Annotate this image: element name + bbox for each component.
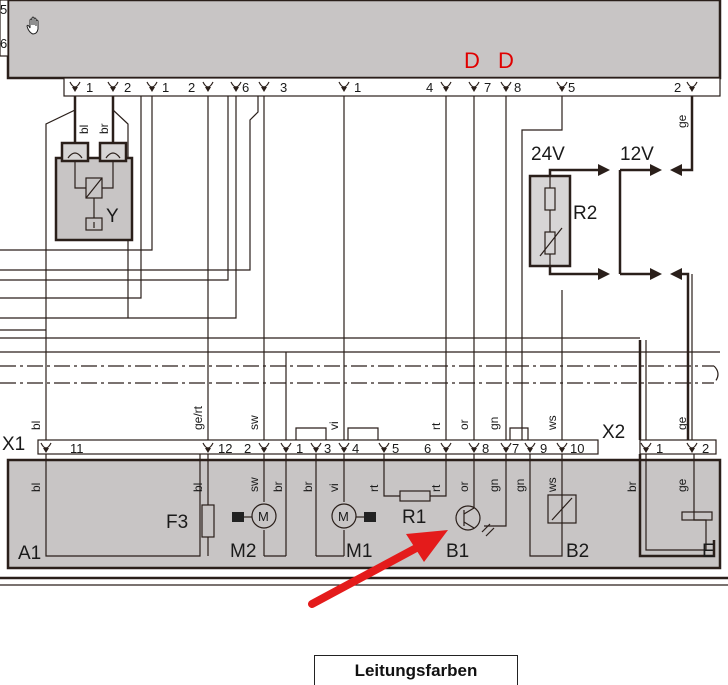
- wire-rt: rt: [429, 422, 443, 430]
- wire-bl-y: bl: [77, 125, 91, 134]
- label-m2: M2: [230, 541, 256, 562]
- x1-pin-label-8: 8: [482, 441, 489, 456]
- top-pin-label-4: 6: [242, 80, 249, 95]
- a1-wire-bl-f3: bl: [191, 483, 205, 492]
- x1-pin-label-4: 3: [324, 441, 331, 456]
- top-pin-label-1: 2: [124, 80, 131, 95]
- label-b2: B2: [566, 541, 589, 562]
- x1-pin-label-0: 11: [70, 441, 84, 456]
- x1-pin-label-3: 1: [296, 441, 303, 456]
- a1-wire-gn-left: gn: [487, 479, 501, 492]
- label-b1: B1: [446, 541, 469, 562]
- top-pin-label-8: 7: [484, 80, 491, 95]
- a1-wire-sw: sw: [247, 477, 261, 492]
- top-pin-label-11: 2: [674, 80, 681, 95]
- wire-or: or: [457, 419, 471, 430]
- edge-label-top: 5: [0, 2, 7, 17]
- label-r1: R1: [402, 507, 426, 528]
- label-x1: X1: [2, 434, 25, 455]
- marker-d-8: D: [498, 48, 514, 73]
- wire-sw: sw: [247, 415, 261, 430]
- wire-ge-top: ge: [675, 114, 689, 128]
- wire-gert: ge/rt: [191, 405, 205, 430]
- top-pin-strip: [63, 77, 721, 97]
- top-pin-label-3: 2: [188, 80, 195, 95]
- x1-pin-label-6: 5: [392, 441, 399, 456]
- top-pin-label-9: 8: [514, 80, 521, 95]
- a1-wire-br-m2: br: [271, 481, 285, 492]
- a1-wire-rt-left: rt: [367, 484, 381, 492]
- wire-ws: ws: [545, 415, 559, 431]
- top-pin-label-0: 1: [86, 80, 93, 95]
- wire-br-y: br: [97, 123, 111, 134]
- sensor-b1: [455, 505, 481, 531]
- top-pin-label-5: 3: [280, 80, 287, 95]
- label-m1: M1: [346, 541, 372, 562]
- edge-label-bottom: 6: [0, 36, 7, 51]
- label-a1: A1: [18, 543, 41, 564]
- label-24v: 24V: [531, 144, 565, 165]
- label-x2: X2: [602, 422, 625, 443]
- top-pin-label-6: 1: [354, 80, 361, 95]
- marker-d-7: D: [464, 48, 480, 73]
- a1-wire-or: or: [457, 481, 471, 492]
- x1-pin-label-1: 12: [218, 441, 232, 456]
- x2-pin-label-0: 1: [656, 441, 663, 456]
- red-arrow-annotation: [308, 530, 448, 608]
- x1-pin-label-2: 2: [244, 441, 251, 456]
- motor-m2-symbol: M: [258, 509, 269, 524]
- wire-vi: vi: [327, 421, 341, 430]
- x1-pin-label-7: 6: [424, 441, 431, 456]
- a1-wire-vi: vi: [327, 483, 341, 492]
- x1-pin-label-5: 4: [352, 441, 359, 456]
- top-pin-label-7: 4: [426, 80, 433, 95]
- motor-m2: [251, 503, 277, 529]
- x1-pin-label-10: 9: [540, 441, 547, 456]
- a1-wire-br-m1: br: [301, 481, 315, 492]
- x2-pin-label-1: 2: [702, 441, 709, 456]
- top-pin-label-10: 5: [568, 80, 575, 95]
- wire-bl: bl: [29, 421, 43, 430]
- label-r2: R2: [573, 203, 597, 224]
- motor-m1: [331, 503, 357, 529]
- label-e: E: [702, 541, 715, 562]
- a1-wire-bl-left: bl: [29, 483, 43, 492]
- a1-wire-br-e: br: [625, 481, 639, 492]
- wire-gn: gn: [487, 417, 501, 430]
- label-f3: F3: [166, 512, 188, 533]
- label-y: Y: [106, 206, 119, 227]
- top-pin-label-2: 1: [162, 80, 169, 95]
- label-12v: 12V: [620, 144, 654, 165]
- motor-m1-symbol: M: [338, 509, 349, 524]
- x1-pin-label-9: 7: [512, 441, 519, 456]
- a1-wire-gn-right: gn: [513, 479, 527, 492]
- legend-title: Leitungsfarben: [314, 655, 518, 685]
- a1-wire-ge: ge: [675, 478, 689, 492]
- x1-pin-label-11: 10: [570, 441, 584, 456]
- hand-cursor-icon: [26, 16, 39, 35]
- a1-wire-ws: ws: [545, 477, 559, 493]
- wire-ge: ge: [675, 416, 689, 430]
- top-control-unit: [6, 0, 722, 80]
- a1-wire-rt-right: rt: [429, 484, 443, 492]
